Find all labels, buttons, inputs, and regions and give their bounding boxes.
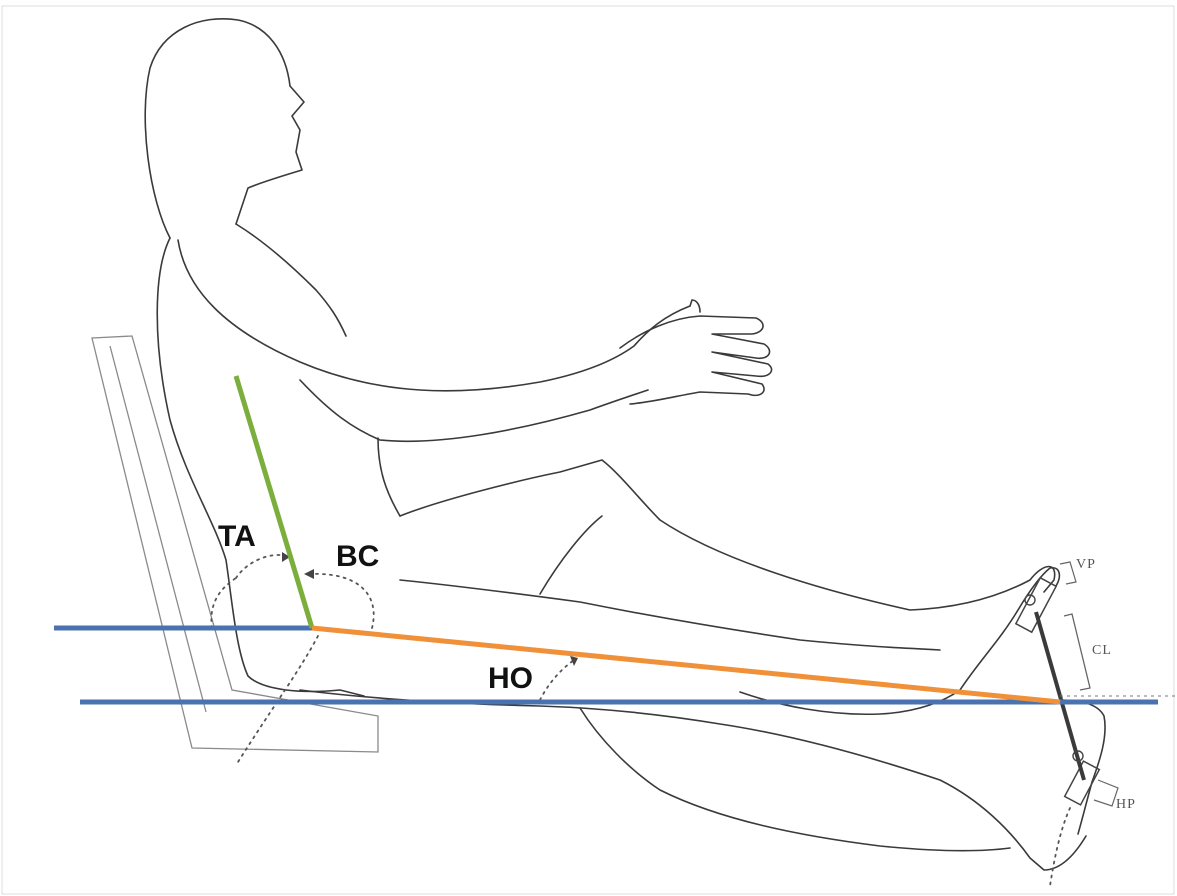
cl-bracket xyxy=(1064,614,1090,690)
ta-label: TA xyxy=(218,520,256,553)
arm-outline xyxy=(178,240,690,391)
bc-angle-arc xyxy=(310,574,374,628)
head-outline xyxy=(145,19,304,238)
lower-leg-outline xyxy=(300,690,1086,870)
cl-label: CL xyxy=(1092,643,1112,658)
ho-angle-arc xyxy=(540,660,574,700)
hand-outline xyxy=(620,316,772,404)
bc-label: BC xyxy=(336,540,379,573)
vp-label: VP xyxy=(1076,557,1096,572)
hip-to-pedal-line xyxy=(312,628,1060,702)
seated-human-figure xyxy=(145,19,1105,870)
vp-dimension xyxy=(1060,562,1076,584)
ta-angle-arc xyxy=(236,555,286,578)
upper-foot-outline xyxy=(960,568,1059,690)
hp-dimension xyxy=(1094,780,1118,806)
frame-border xyxy=(2,6,1174,894)
heel-dotted-line xyxy=(1050,808,1070,886)
ho-label: HO xyxy=(488,662,533,695)
hp-label: HP xyxy=(1116,797,1136,812)
hip-dotted-line xyxy=(238,636,318,762)
bc-arrowhead xyxy=(304,569,314,579)
thigh-outline xyxy=(400,460,1055,610)
trunk-line xyxy=(236,376,312,628)
